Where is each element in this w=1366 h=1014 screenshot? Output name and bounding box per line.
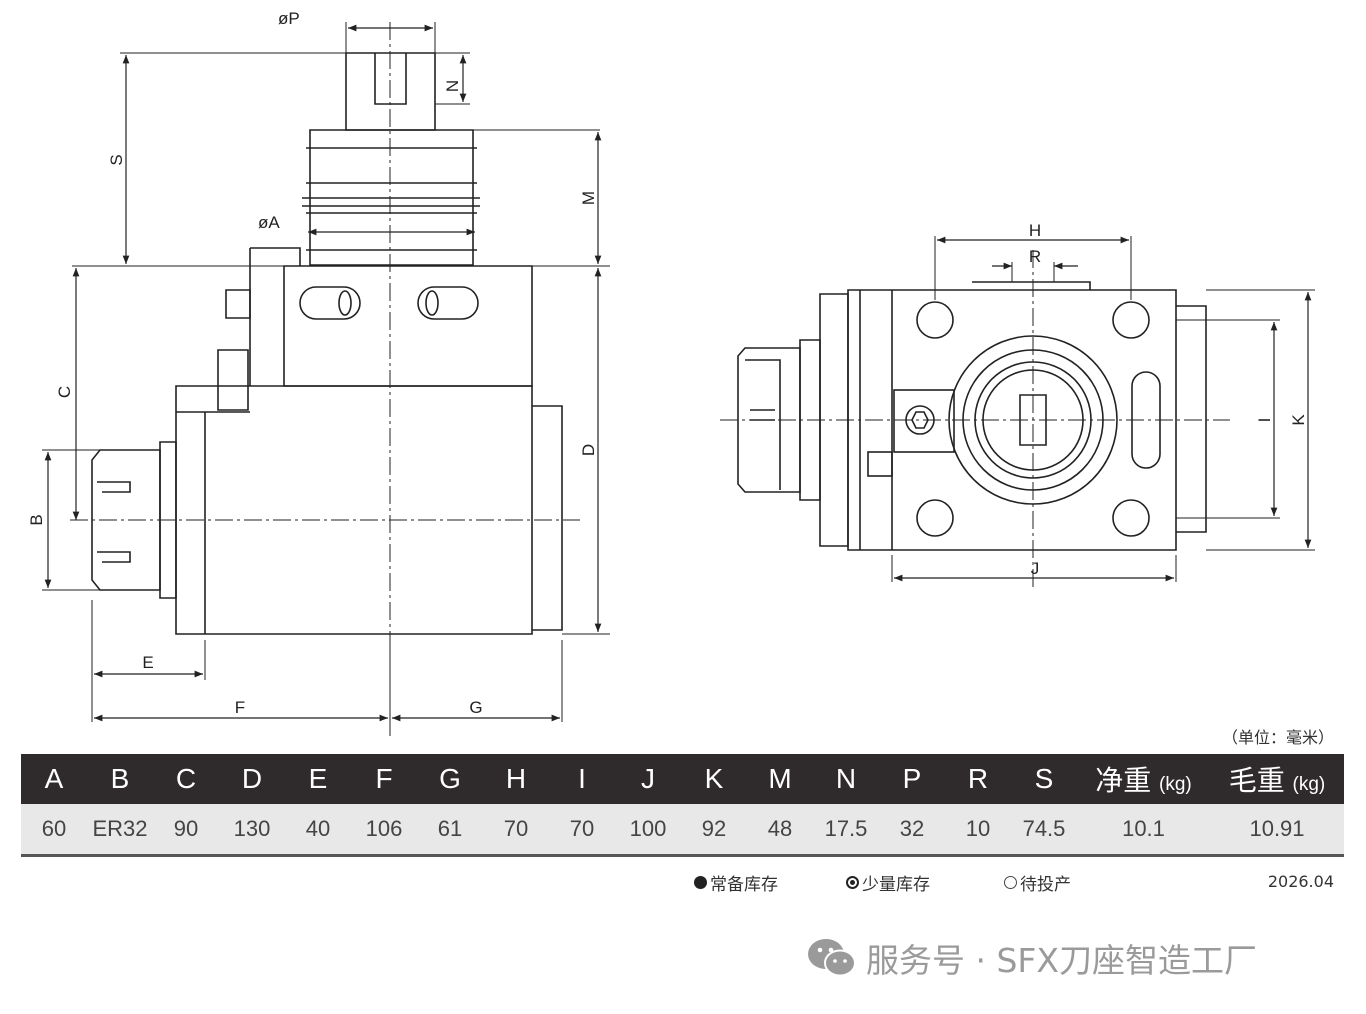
table-header-cell: A xyxy=(21,754,87,804)
table-header-cell: J xyxy=(615,754,681,804)
side-view xyxy=(42,22,610,740)
net-weight-label: 净重 xyxy=(1095,765,1152,796)
table-cell: 92 xyxy=(681,804,747,857)
table-header-cell: H xyxy=(483,754,549,804)
table-header-cell: I xyxy=(549,754,615,804)
table-header-cell: K xyxy=(681,754,747,804)
dim-label-g: G xyxy=(469,698,482,717)
legend-low-stock: 少量库存 xyxy=(846,870,930,895)
table-cell: 17.5 xyxy=(813,804,879,857)
table-cell: 90 xyxy=(153,804,219,857)
dim-label-h: H xyxy=(1029,221,1041,240)
table-cell: 106 xyxy=(351,804,417,857)
watermark: 服务号 · SFX刀座智造工厂 xyxy=(806,934,1257,982)
table-cell: 40 xyxy=(285,804,351,857)
table-header-cell: B xyxy=(87,754,153,804)
unit-note: （单位：毫米） xyxy=(1221,728,1334,747)
dim-label-j: J xyxy=(1031,559,1040,578)
weight-unit: (kg) xyxy=(1159,774,1192,795)
table-cell: 70 xyxy=(549,804,615,857)
dim-label-p: øP xyxy=(278,9,300,28)
table-header-cell: R xyxy=(945,754,1011,804)
weight-unit: (kg) xyxy=(1292,774,1326,795)
legend-low-stock-label: 少量库存 xyxy=(862,875,930,895)
net-weight-header: 净重 (kg) xyxy=(1077,754,1210,804)
dim-label-n: N xyxy=(443,80,462,92)
dim-label-c: C xyxy=(55,386,74,398)
watermark-text: 服务号 · SFX刀座智造工厂 xyxy=(866,941,1258,980)
spec-table: A B C D E F G H I J K M N P R S 净重 (kg) … xyxy=(21,754,1344,857)
table-header-cell: S xyxy=(1011,754,1077,804)
issue-date: 2026.04 xyxy=(1267,872,1334,891)
empty-dot-icon xyxy=(1004,876,1017,889)
front-view xyxy=(720,236,1315,590)
table-cell: 10.1 xyxy=(1077,804,1210,857)
legend-pending: 待投产 xyxy=(1004,870,1071,895)
table-cell: 48 xyxy=(747,804,813,857)
table-header-cell: G xyxy=(417,754,483,804)
dim-label-a: øA xyxy=(258,213,280,232)
wechat-icon xyxy=(808,939,856,977)
legend-in-stock-label: 常备库存 xyxy=(710,875,778,895)
dim-label-e: E xyxy=(142,653,153,672)
table-cell: 100 xyxy=(615,804,681,857)
table-cell: 32 xyxy=(879,804,945,857)
gross-weight-label: 毛重 xyxy=(1228,765,1285,796)
table-cell: 74.5 xyxy=(1011,804,1077,857)
dim-label-s: S xyxy=(107,154,126,165)
ring-dot-icon xyxy=(846,876,859,889)
table-cell: 10.91 xyxy=(1210,804,1344,857)
dim-label-k: K xyxy=(1289,414,1308,426)
table-header-cell: D xyxy=(219,754,285,804)
gross-weight-header: 毛重 (kg) xyxy=(1210,754,1344,804)
table-cell: ER32 xyxy=(87,804,153,857)
table-header-cell: N xyxy=(813,754,879,804)
dim-label-r: R xyxy=(1029,247,1041,266)
table-cell: 10 xyxy=(945,804,1011,857)
legend-in-stock: 常备库存 xyxy=(694,870,778,895)
dim-label-d: D xyxy=(579,444,598,456)
technical-drawing: øP N S M øA C D B E F G H R I K J xyxy=(27,9,1315,740)
table-header-cell: E xyxy=(285,754,351,804)
dim-label-f: F xyxy=(235,698,245,717)
table-header-row: A B C D E F G H I J K M N P R S 净重 (kg) … xyxy=(21,754,1344,804)
table-header-cell: F xyxy=(351,754,417,804)
table-header-cell: P xyxy=(879,754,945,804)
table-row: 60 ER32 90 130 40 106 61 70 70 100 92 48… xyxy=(21,804,1344,857)
filled-dot-icon xyxy=(694,876,707,889)
dim-label-b: B xyxy=(27,514,46,525)
table-cell: 61 xyxy=(417,804,483,857)
table-header-cell: C xyxy=(153,754,219,804)
table-cell: 70 xyxy=(483,804,549,857)
dim-label-m: M xyxy=(579,191,598,205)
table-cell: 130 xyxy=(219,804,285,857)
legend-pending-label: 待投产 xyxy=(1020,875,1071,895)
table-cell: 60 xyxy=(21,804,87,857)
dim-label-i: I xyxy=(1255,418,1274,423)
table-header-cell: M xyxy=(747,754,813,804)
